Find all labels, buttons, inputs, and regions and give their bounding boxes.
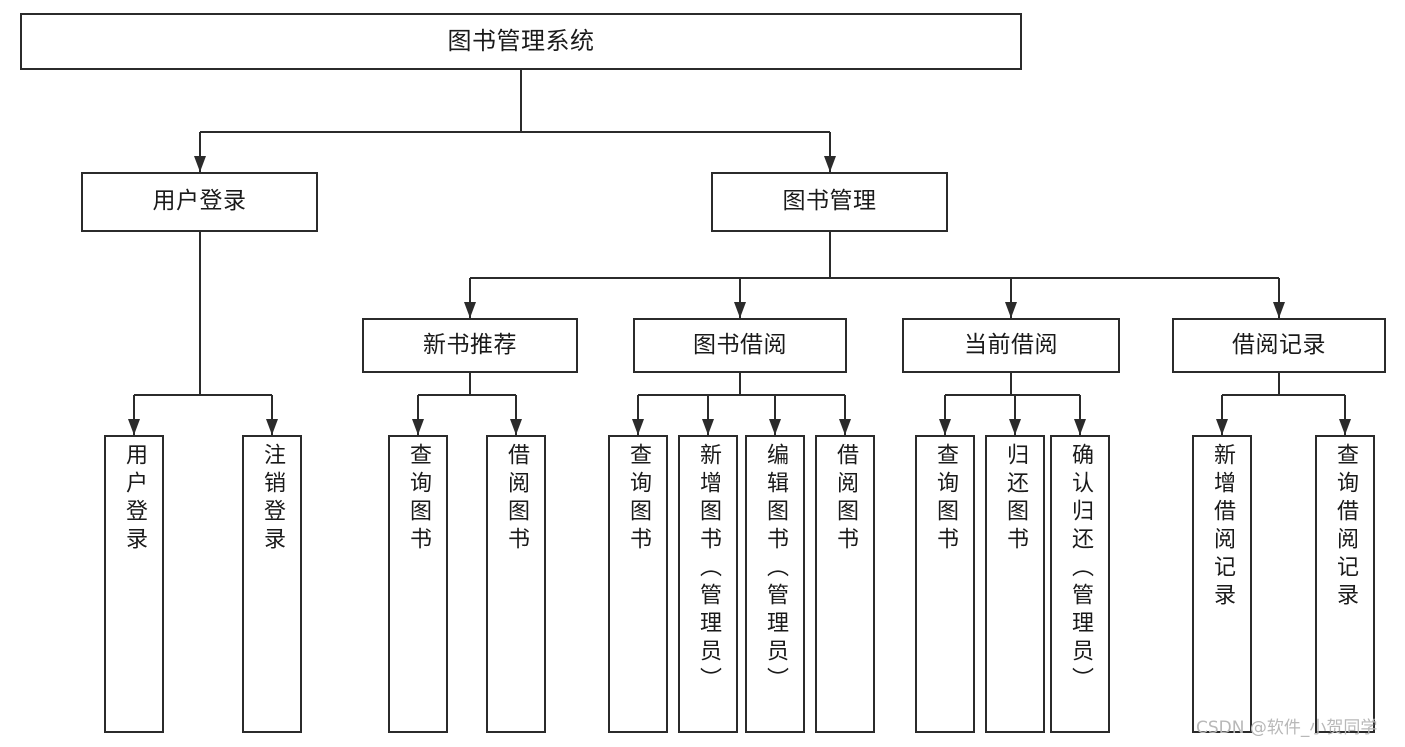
node-label: 用户登录	[122, 443, 147, 555]
arrowhead-icon	[769, 419, 781, 435]
node-label: 图书管理系统	[447, 27, 595, 56]
node-label: 归还图书	[1003, 443, 1028, 555]
arrowhead-icon	[194, 156, 206, 172]
arrowhead-icon	[839, 419, 851, 435]
arrowhead-icon	[510, 419, 522, 435]
node-leaf-bw-add: 新增图书（管理员）	[678, 435, 738, 733]
arrowhead-icon	[1074, 419, 1086, 435]
node-label: 查询图书	[933, 443, 958, 555]
node-bookmgmt: 图书管理	[711, 172, 948, 232]
arrowhead-icon	[702, 419, 714, 435]
arrowhead-icon	[1339, 419, 1351, 435]
node-label: 新增图书（管理员）	[696, 443, 721, 695]
node-leaf-bw-query: 查询图书	[608, 435, 668, 733]
node-label: 图书借阅	[693, 331, 787, 358]
arrowhead-icon	[1009, 419, 1021, 435]
node-label: 新增借阅记录	[1210, 443, 1235, 611]
node-label: 借阅图书	[833, 443, 858, 555]
node-label: 用户登录	[152, 188, 247, 215]
arrowhead-icon	[824, 156, 836, 172]
node-label: 查询图书	[406, 443, 431, 555]
node-login: 用户登录	[81, 172, 318, 232]
arrowhead-icon	[632, 419, 644, 435]
arrowhead-icon	[128, 419, 140, 435]
node-leaf-logout: 注销登录	[242, 435, 302, 733]
arrowhead-icon	[266, 419, 278, 435]
node-leaf-cb-confirm: 确认归还（管理员）	[1050, 435, 1110, 733]
watermark: CSDN @软件_小贺同学	[1196, 718, 1378, 738]
node-borrow: 图书借阅	[633, 318, 847, 373]
node-newbook: 新书推荐	[362, 318, 578, 373]
node-leaf-cb-return: 归还图书	[985, 435, 1045, 733]
node-leaf-rc-query: 查询借阅记录	[1315, 435, 1375, 733]
arrowhead-icon	[1005, 302, 1017, 318]
arrowhead-icon	[1273, 302, 1285, 318]
node-label: 当前借阅	[964, 331, 1058, 358]
node-label: 新书推荐	[423, 331, 517, 358]
node-label: 查询借阅记录	[1333, 443, 1358, 611]
node-label: 确认归还（管理员）	[1068, 443, 1093, 695]
node-leaf-login: 用户登录	[104, 435, 164, 733]
node-leaf-cb-query: 查询图书	[915, 435, 975, 733]
arrowhead-icon	[412, 419, 424, 435]
node-label: 借阅记录	[1232, 331, 1326, 358]
node-label: 编辑图书（管理员）	[763, 443, 788, 695]
node-current: 当前借阅	[902, 318, 1120, 373]
node-label: 图书管理	[782, 188, 877, 215]
node-leaf-bw-edit: 编辑图书（管理员）	[745, 435, 805, 733]
node-leaf-bw-borrow: 借阅图书	[815, 435, 875, 733]
node-leaf-rc-add: 新增借阅记录	[1192, 435, 1252, 733]
arrowhead-icon	[1216, 419, 1228, 435]
node-label: 借阅图书	[504, 443, 529, 555]
node-records: 借阅记录	[1172, 318, 1386, 373]
node-label: 注销登录	[260, 443, 285, 555]
node-leaf-nb-query: 查询图书	[388, 435, 448, 733]
node-label: 查询图书	[626, 443, 651, 555]
arrowhead-icon	[734, 302, 746, 318]
arrowhead-icon	[939, 419, 951, 435]
node-leaf-nb-borrow: 借阅图书	[486, 435, 546, 733]
node-root: 图书管理系统	[20, 13, 1022, 70]
arrowhead-icon	[464, 302, 476, 318]
